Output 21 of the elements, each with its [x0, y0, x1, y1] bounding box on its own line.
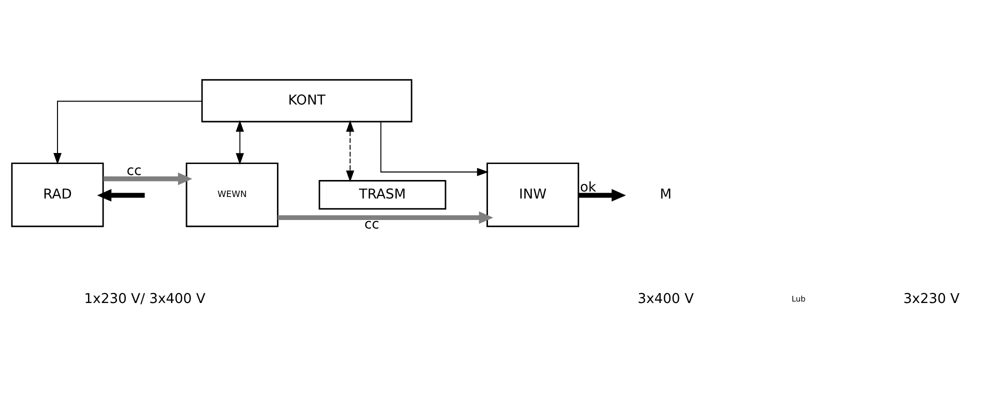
node-box: INW — [486, 162, 580, 227]
label: 3x400 V — [638, 290, 694, 307]
arrow — [103, 172, 192, 185]
label: 3x230 V — [903, 290, 960, 307]
edge-label: cc — [126, 162, 142, 179]
node-text: M — [660, 186, 672, 202]
node-box: RAD — [11, 162, 104, 227]
arrow — [278, 210, 494, 224]
arrow — [380, 120, 489, 176]
node-box: KONT — [201, 78, 412, 122]
edge-label: ok — [580, 179, 596, 196]
arrow — [53, 100, 202, 164]
node-box: TRASM — [318, 180, 446, 210]
node-box: WEWN — [186, 162, 278, 227]
arrow — [346, 120, 354, 182]
arrow — [236, 120, 244, 164]
label: 1x230 V/ 3x400 V — [84, 290, 206, 307]
label: Lub — [792, 294, 806, 303]
arrow — [97, 188, 145, 202]
edge-label: cc — [364, 216, 380, 232]
arrow — [578, 188, 626, 202]
